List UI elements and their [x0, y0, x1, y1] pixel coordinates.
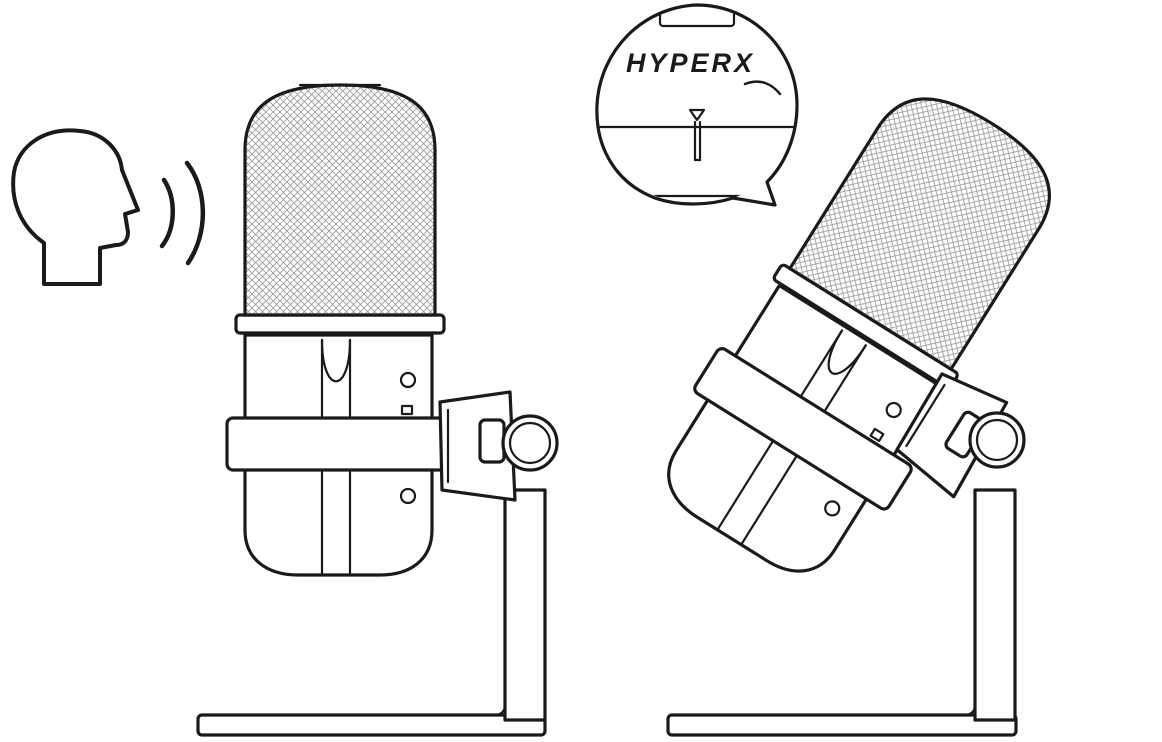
brand-logo-text: HYPERX	[626, 48, 755, 78]
speaking-head-icon	[11, 128, 140, 286]
stand-base-tilted	[666, 488, 1018, 737]
mount-yoke	[438, 390, 517, 502]
mount-band-tilted	[693, 347, 913, 511]
sound-waves-icon	[159, 160, 206, 266]
front-marker-icon	[688, 108, 706, 162]
tilted-microphone	[666, 97, 1052, 737]
mesh-grille-tilted	[787, 97, 1052, 372]
grille-ring	[234, 313, 446, 335]
mesh-grille	[243, 83, 437, 317]
upright-microphone	[196, 83, 559, 737]
logo-callout: HYPERX	[595, 3, 799, 207]
stand-base	[196, 488, 547, 737]
mount-band	[225, 416, 457, 472]
